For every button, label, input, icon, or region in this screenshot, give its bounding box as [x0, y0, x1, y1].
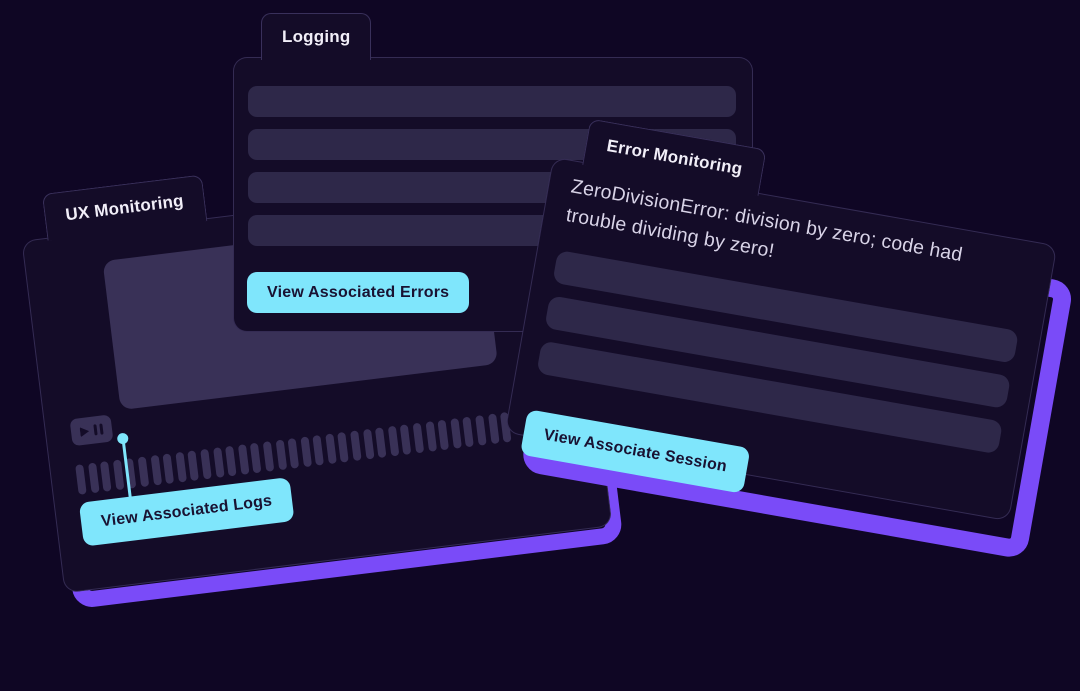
timeline-tick	[312, 434, 325, 466]
timeline-tick	[362, 428, 375, 460]
play-icon	[79, 425, 90, 437]
error-monitoring-card-body: ZeroDivisionError: division by zero; cod…	[504, 156, 1058, 522]
logging-tab-label: Logging	[282, 27, 351, 46]
error-monitoring-card: ZeroDivisionError: division by zero; cod…	[504, 118, 1058, 522]
timeline-tick	[175, 451, 187, 483]
timeline-tick	[375, 427, 387, 459]
timeline-tick	[87, 462, 100, 494]
timeline-tick	[475, 414, 487, 446]
timeline-tick	[462, 416, 475, 448]
timeline-tick	[287, 438, 300, 469]
timeline-tick	[412, 422, 425, 454]
timeline-tick	[450, 418, 462, 449]
pause-icon	[93, 423, 104, 436]
log-line-placeholder	[248, 86, 736, 117]
timeline-tick	[337, 431, 350, 463]
timeline-tick	[212, 447, 225, 478]
timeline-tick	[425, 421, 437, 452]
timeline-tick	[75, 464, 87, 495]
timeline-tick	[237, 444, 250, 475]
timeline-tick	[400, 424, 412, 455]
play-pause-control[interactable]	[69, 414, 114, 447]
timeline-tick	[300, 436, 312, 468]
timeline-tick	[250, 442, 262, 474]
timeline-tick	[262, 441, 275, 472]
timeline-tick	[387, 425, 400, 457]
timeline-tick	[187, 450, 200, 482]
timeline-tick	[225, 445, 237, 477]
timeline-tick	[487, 413, 500, 445]
timeline-ticks	[75, 411, 512, 495]
timeline-tick	[325, 433, 337, 465]
ux-monitoring-tab-label: UX Monitoring	[64, 190, 185, 225]
timeline-tick	[100, 461, 112, 492]
view-associated-errors-button[interactable]: View Associated Errors	[247, 272, 470, 313]
timeline-tick	[350, 430, 362, 462]
logging-tab: Logging	[261, 13, 372, 60]
timeline-tick	[275, 439, 287, 471]
timeline-tick	[162, 453, 175, 485]
timeline-tick	[137, 456, 150, 488]
timeline-tick	[200, 448, 212, 480]
timeline-tick	[150, 454, 162, 486]
timeline-tick	[437, 419, 450, 451]
